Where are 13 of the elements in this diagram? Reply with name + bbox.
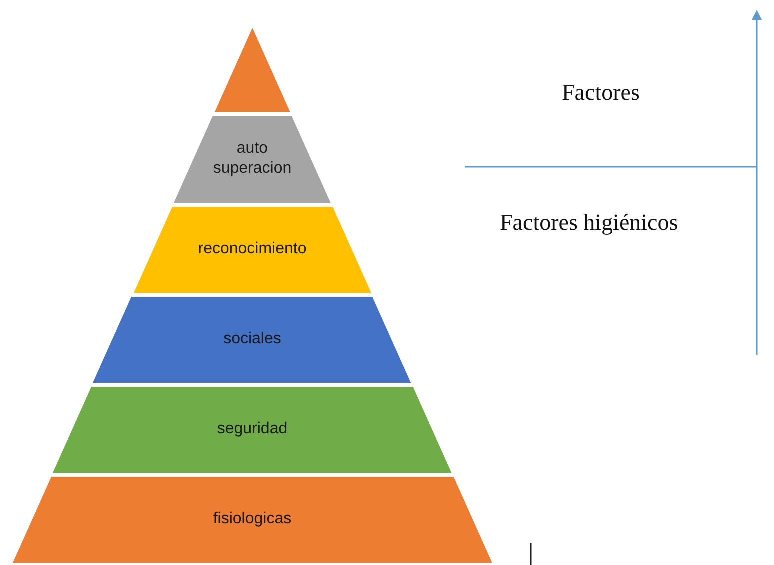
level-label: auto superacion (213, 138, 292, 180)
level-label: sociales (224, 330, 282, 350)
level-label: reconocimiento (198, 240, 307, 260)
side-label: Factores (562, 80, 640, 106)
pyramid-level (12, 477, 492, 563)
pyramid-level (53, 387, 452, 473)
level-label: seguridad (217, 420, 288, 440)
level-label: fisiologicas (213, 510, 292, 530)
triangle-shape (214, 28, 290, 112)
side-label: Factores higiénicos (500, 210, 678, 236)
pyramid-level (134, 207, 372, 293)
pyramid-level (174, 116, 331, 203)
pyramid-level (93, 297, 412, 383)
